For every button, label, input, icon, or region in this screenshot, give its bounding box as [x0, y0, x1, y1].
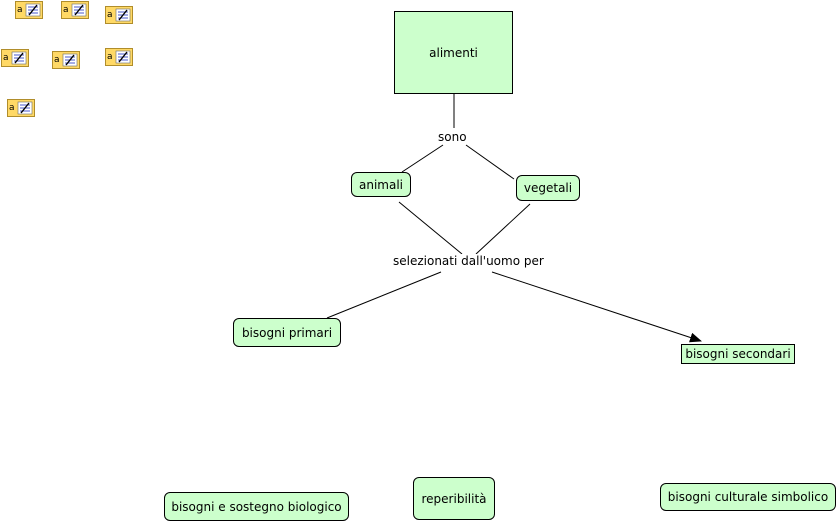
note-icon[interactable]: a — [1, 49, 29, 67]
note-icon[interactable]: a — [7, 99, 35, 117]
concept-label: alimenti — [429, 45, 478, 60]
note-icon[interactable]: a — [105, 6, 133, 24]
svg-text:a: a — [17, 5, 23, 15]
concept-vegetali[interactable]: vegetali — [516, 175, 580, 201]
svg-text:a: a — [9, 103, 15, 113]
connector-selezionati-secondari — [491, 271, 702, 343]
linking-phrase-selezionati[interactable]: selezionati dall'uomo per — [391, 254, 546, 268]
svg-text:a: a — [63, 5, 69, 15]
concept-bisogni-primari[interactable]: bisogni primari — [233, 318, 341, 347]
concept-label: bisogni primari — [241, 325, 333, 340]
connector-sono-vegetali — [465, 144, 515, 180]
concept-bisogni-culturale-simbolico[interactable]: bisogni culturale simbolico — [660, 483, 836, 511]
svg-text:a: a — [107, 10, 113, 20]
connector-animali-selezionati — [398, 201, 463, 255]
concept-label: vegetali — [523, 181, 573, 195]
connector-sono-animali — [401, 144, 444, 173]
linking-phrase-sono[interactable]: sono — [436, 130, 469, 144]
note-icon[interactable]: a — [105, 48, 133, 66]
concept-label: bisogni culturale simbolico — [667, 490, 829, 504]
concept-label: bisogni secondari — [685, 347, 791, 361]
concept-alimenti[interactable]: alimenti — [394, 11, 513, 94]
concept-bisogni-sostegno-biologico[interactable]: bisogni e sostegno biologico — [164, 492, 349, 521]
note-icon[interactable]: a — [61, 1, 89, 19]
svg-text:a: a — [107, 52, 113, 62]
connector-selezionati-primari — [326, 271, 442, 319]
note-icon[interactable]: a — [52, 51, 80, 69]
concept-animali[interactable]: animali — [351, 172, 411, 197]
concept-label: animali — [358, 177, 403, 192]
connector-vegetali-selezionati — [475, 203, 531, 255]
note-icon[interactable]: a — [15, 1, 43, 19]
concept-bisogni-secondari[interactable]: bisogni secondari — [681, 344, 795, 364]
svg-text:a: a — [3, 53, 9, 63]
concept-label: bisogni e sostegno biologico — [171, 499, 342, 514]
svg-text:a: a — [54, 55, 60, 65]
concept-label: reperibilità — [421, 491, 487, 506]
concept-reperibilita[interactable]: reperibilità — [413, 477, 495, 520]
